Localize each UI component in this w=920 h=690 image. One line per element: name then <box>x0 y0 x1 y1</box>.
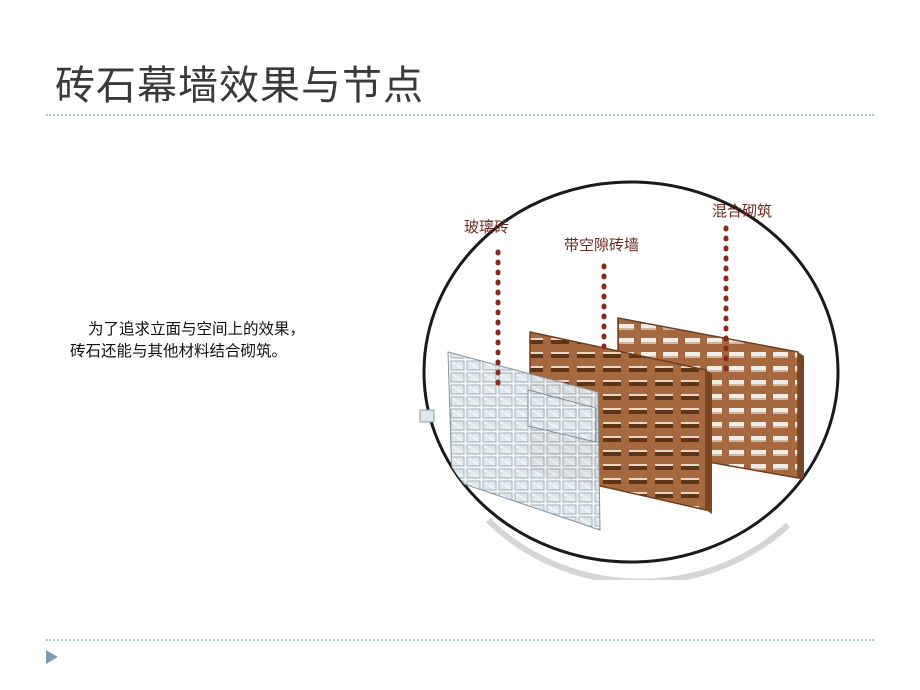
play-triangle-icon[interactable] <box>44 648 60 666</box>
glass-block-wall <box>447 351 601 531</box>
slide-title: 砖石幕墙效果与节点 <box>55 63 424 109</box>
footer-divider <box>46 639 874 641</box>
body-line: 砖石还能与其他材料结合砌筑。 <box>70 342 288 360</box>
glass-block-label: 玻璃砖 <box>464 218 509 236</box>
mixed-masonry-label: 混合砌筑 <box>712 202 772 220</box>
masonry-illustration: 玻璃砖 带空隙砖墙 混合砌筑 <box>419 180 840 585</box>
perforated-wall-label: 带空隙砖墙 <box>564 236 639 254</box>
masonry-figure: 玻璃砖 带空隙砖墙 混合砌筑 <box>418 180 878 585</box>
body-paragraph: 为了追求立面与空间上的效果， 砖石还能与其他材料结合砌筑。 <box>70 318 370 362</box>
body-line: 为了追求立面与空间上的效果， <box>88 320 306 338</box>
title-divider <box>46 114 874 116</box>
